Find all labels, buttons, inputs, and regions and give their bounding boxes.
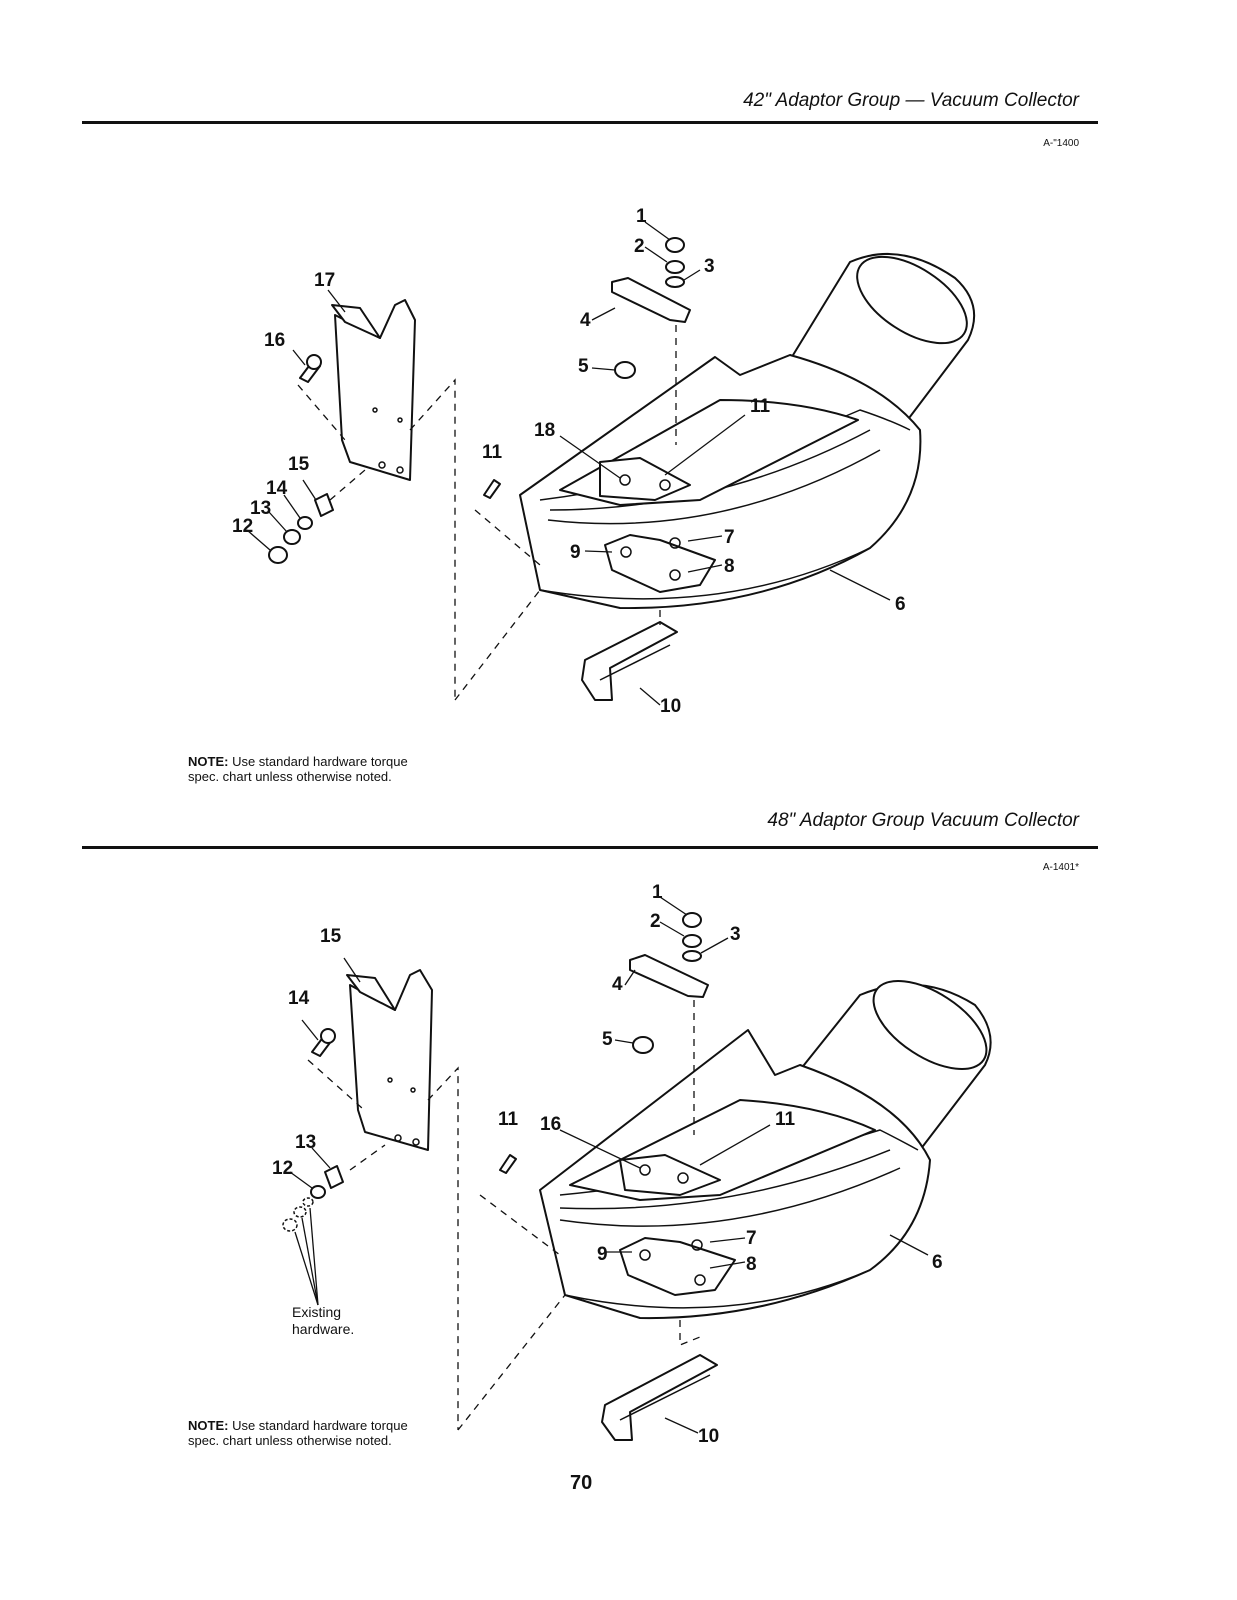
callout-10: 10 (660, 696, 681, 717)
callout-2-48: 2 (650, 911, 661, 932)
callout-4: 4 (580, 310, 591, 331)
section-rule-bottom (82, 846, 1098, 849)
callout-8-48: 8 (746, 1254, 757, 1275)
note-label-bottom: NOTE: (188, 1418, 229, 1433)
section-title-42: 42" Adaptor Group — Vacuum Collector (743, 90, 1079, 111)
callout-16: 16 (264, 330, 285, 351)
section-title-48: 48" Adaptor Group Vacuum Collector (767, 810, 1079, 831)
callout-11b: 11 (482, 442, 503, 463)
callout-6-48: 6 (932, 1252, 943, 1273)
callout-9-48: 9 (597, 1244, 608, 1265)
section-rule-top (82, 121, 1098, 124)
callout-18: 18 (534, 420, 555, 441)
callout-11a: 11 (750, 396, 771, 417)
callout-7-48: 7 (746, 1228, 757, 1249)
pin-11-left-48 (499, 1154, 517, 1174)
callout-7: 7 (724, 527, 735, 548)
nut-5-48 (632, 1036, 654, 1054)
callout-1: 1 (636, 206, 647, 227)
callout-11b-48: 11 (498, 1109, 519, 1130)
callout-13-48: 13 (295, 1132, 316, 1153)
figure-code-bottom: A-1401* (1042, 862, 1079, 873)
callout-15: 15 (288, 454, 310, 475)
callout-17: 17 (314, 270, 335, 291)
callout-12-48: 12 (272, 1158, 293, 1179)
callout-6: 6 (895, 594, 906, 615)
hardware-12-15-top (268, 493, 334, 564)
note-text-bottom: Use standard hardware torque spec. chart… (188, 1418, 408, 1448)
callout-9: 9 (570, 542, 581, 563)
note-text-top: Use standard hardware torque spec. chart… (188, 754, 408, 784)
callout-14-48: 14 (288, 988, 310, 1009)
callout-14: 14 (266, 478, 288, 499)
bracket-4 (611, 277, 691, 323)
collector-chute-48 (799, 980, 992, 1151)
plate-17 (331, 299, 416, 481)
note-label-top: NOTE: (188, 754, 229, 769)
callout-10-48: 10 (698, 1426, 719, 1447)
note-top: NOTE: Use standard hardware torque spec.… (188, 754, 428, 784)
collector-body (519, 354, 922, 610)
plate-15-48 (346, 969, 433, 1151)
callout-2: 2 (634, 236, 645, 257)
nut-5 (614, 361, 636, 379)
pin-11-left (483, 479, 501, 499)
bracket-10 (581, 621, 678, 701)
callout-16-48: 16 (540, 1114, 561, 1135)
callout-5-48: 5 (602, 1029, 613, 1050)
callout-13: 13 (250, 498, 271, 519)
note-bottom: NOTE: Use standard hardware torque spec.… (188, 1418, 428, 1448)
existing-hardware-label: Existing hardware. (292, 1304, 355, 1337)
callout-1-48: 1 (652, 882, 663, 903)
callout-3: 3 (704, 256, 715, 277)
callout-12: 12 (232, 516, 253, 537)
callout-3-48: 3 (730, 924, 741, 945)
collector-body-48 (539, 1029, 931, 1320)
callout-5: 5 (578, 356, 589, 377)
hardware-12-13-48 (282, 1165, 344, 1232)
callout-15-48: 15 (320, 926, 342, 947)
diagram-42-adaptor: 1 2 3 4 5 6 7 8 9 10 11 11 12 13 14 15 1… (232, 206, 976, 717)
bracket-10-48 (601, 1354, 718, 1441)
figure-code-top: A-"1400 (1043, 138, 1079, 149)
callout-11a-48: 11 (775, 1109, 796, 1130)
page-number: 70 (570, 1472, 593, 1494)
bracket-4-48 (629, 954, 709, 998)
hardware-stack-48 (682, 912, 702, 962)
hardware-stack-top (665, 237, 685, 288)
callout-4-48: 4 (612, 974, 623, 995)
callout-8: 8 (724, 556, 735, 577)
diagram-48-adaptor: 1 2 3 4 5 6 7 8 9 10 11 11 12 13 14 15 1… (272, 882, 992, 1447)
